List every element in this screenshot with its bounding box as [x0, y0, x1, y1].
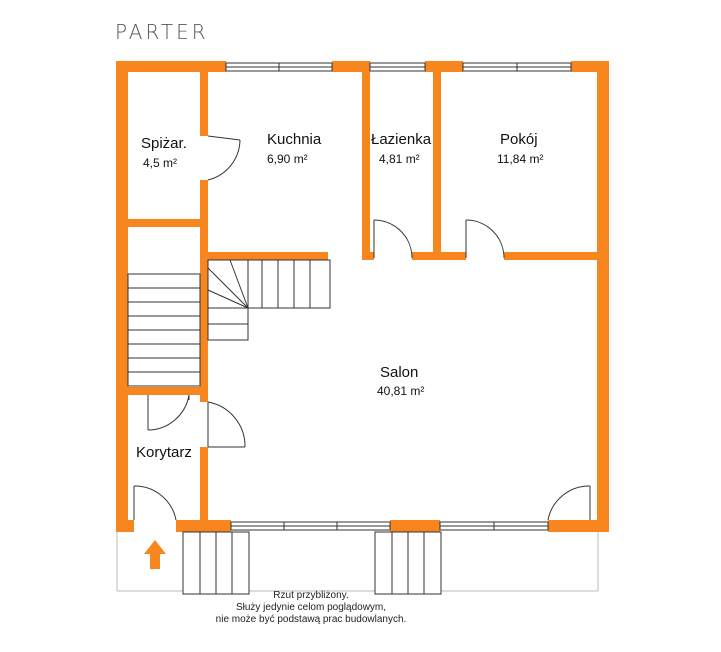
door-korytarz-salon: [207, 401, 246, 448]
room-area-lazienka: 4,81 m²: [379, 152, 420, 166]
floor-title: PARTER: [115, 20, 209, 44]
walls: [116, 61, 609, 532]
door-lazienka: [373, 219, 413, 259]
room-labels: Spiżar. 4,5 m² Kuchnia 6,90 m² Łazienka …: [136, 131, 543, 461]
room-area-pokoj: 11,84 m²: [497, 152, 543, 166]
room-name-salon: Salon: [380, 364, 418, 381]
room-name-lazienka: Łazienka: [371, 131, 432, 148]
room-name-pokoj: Pokój: [500, 131, 538, 148]
room-name-kuchnia: Kuchnia: [267, 131, 322, 148]
disclaimer-note: Rzut przybliżony. Służy jedynie celom po…: [216, 590, 407, 625]
stairs-left: [127, 273, 201, 387]
door-salon-terrace: [547, 485, 591, 521]
entrance-arrow-icon: [144, 540, 166, 569]
door-spizarnia: [207, 135, 241, 181]
stairs-outdoor-right: [374, 531, 442, 595]
note-line-3: nie może być podstawą prac budowlanych.: [216, 614, 407, 625]
stairs-outdoor-left: [182, 531, 250, 595]
door-corridor-inner: [147, 394, 190, 431]
windows: [225, 62, 572, 531]
door-pokoj: [465, 219, 505, 259]
room-name-spizarnia: Spiżar.: [141, 135, 187, 152]
doors: [133, 135, 591, 521]
door-entrance: [133, 485, 177, 521]
room-name-korytarz: Korytarz: [136, 444, 192, 461]
note-line-2: Służy jedynie celom poglądowym,: [236, 602, 386, 613]
room-area-kuchnia: 6,90 m²: [267, 152, 308, 166]
stairs-winder: [207, 259, 331, 341]
room-area-spizarnia: 4,5 m²: [143, 156, 177, 170]
note-line-1: Rzut przybliżony.: [273, 590, 348, 601]
room-area-salon: 40,81 m²: [377, 384, 424, 398]
